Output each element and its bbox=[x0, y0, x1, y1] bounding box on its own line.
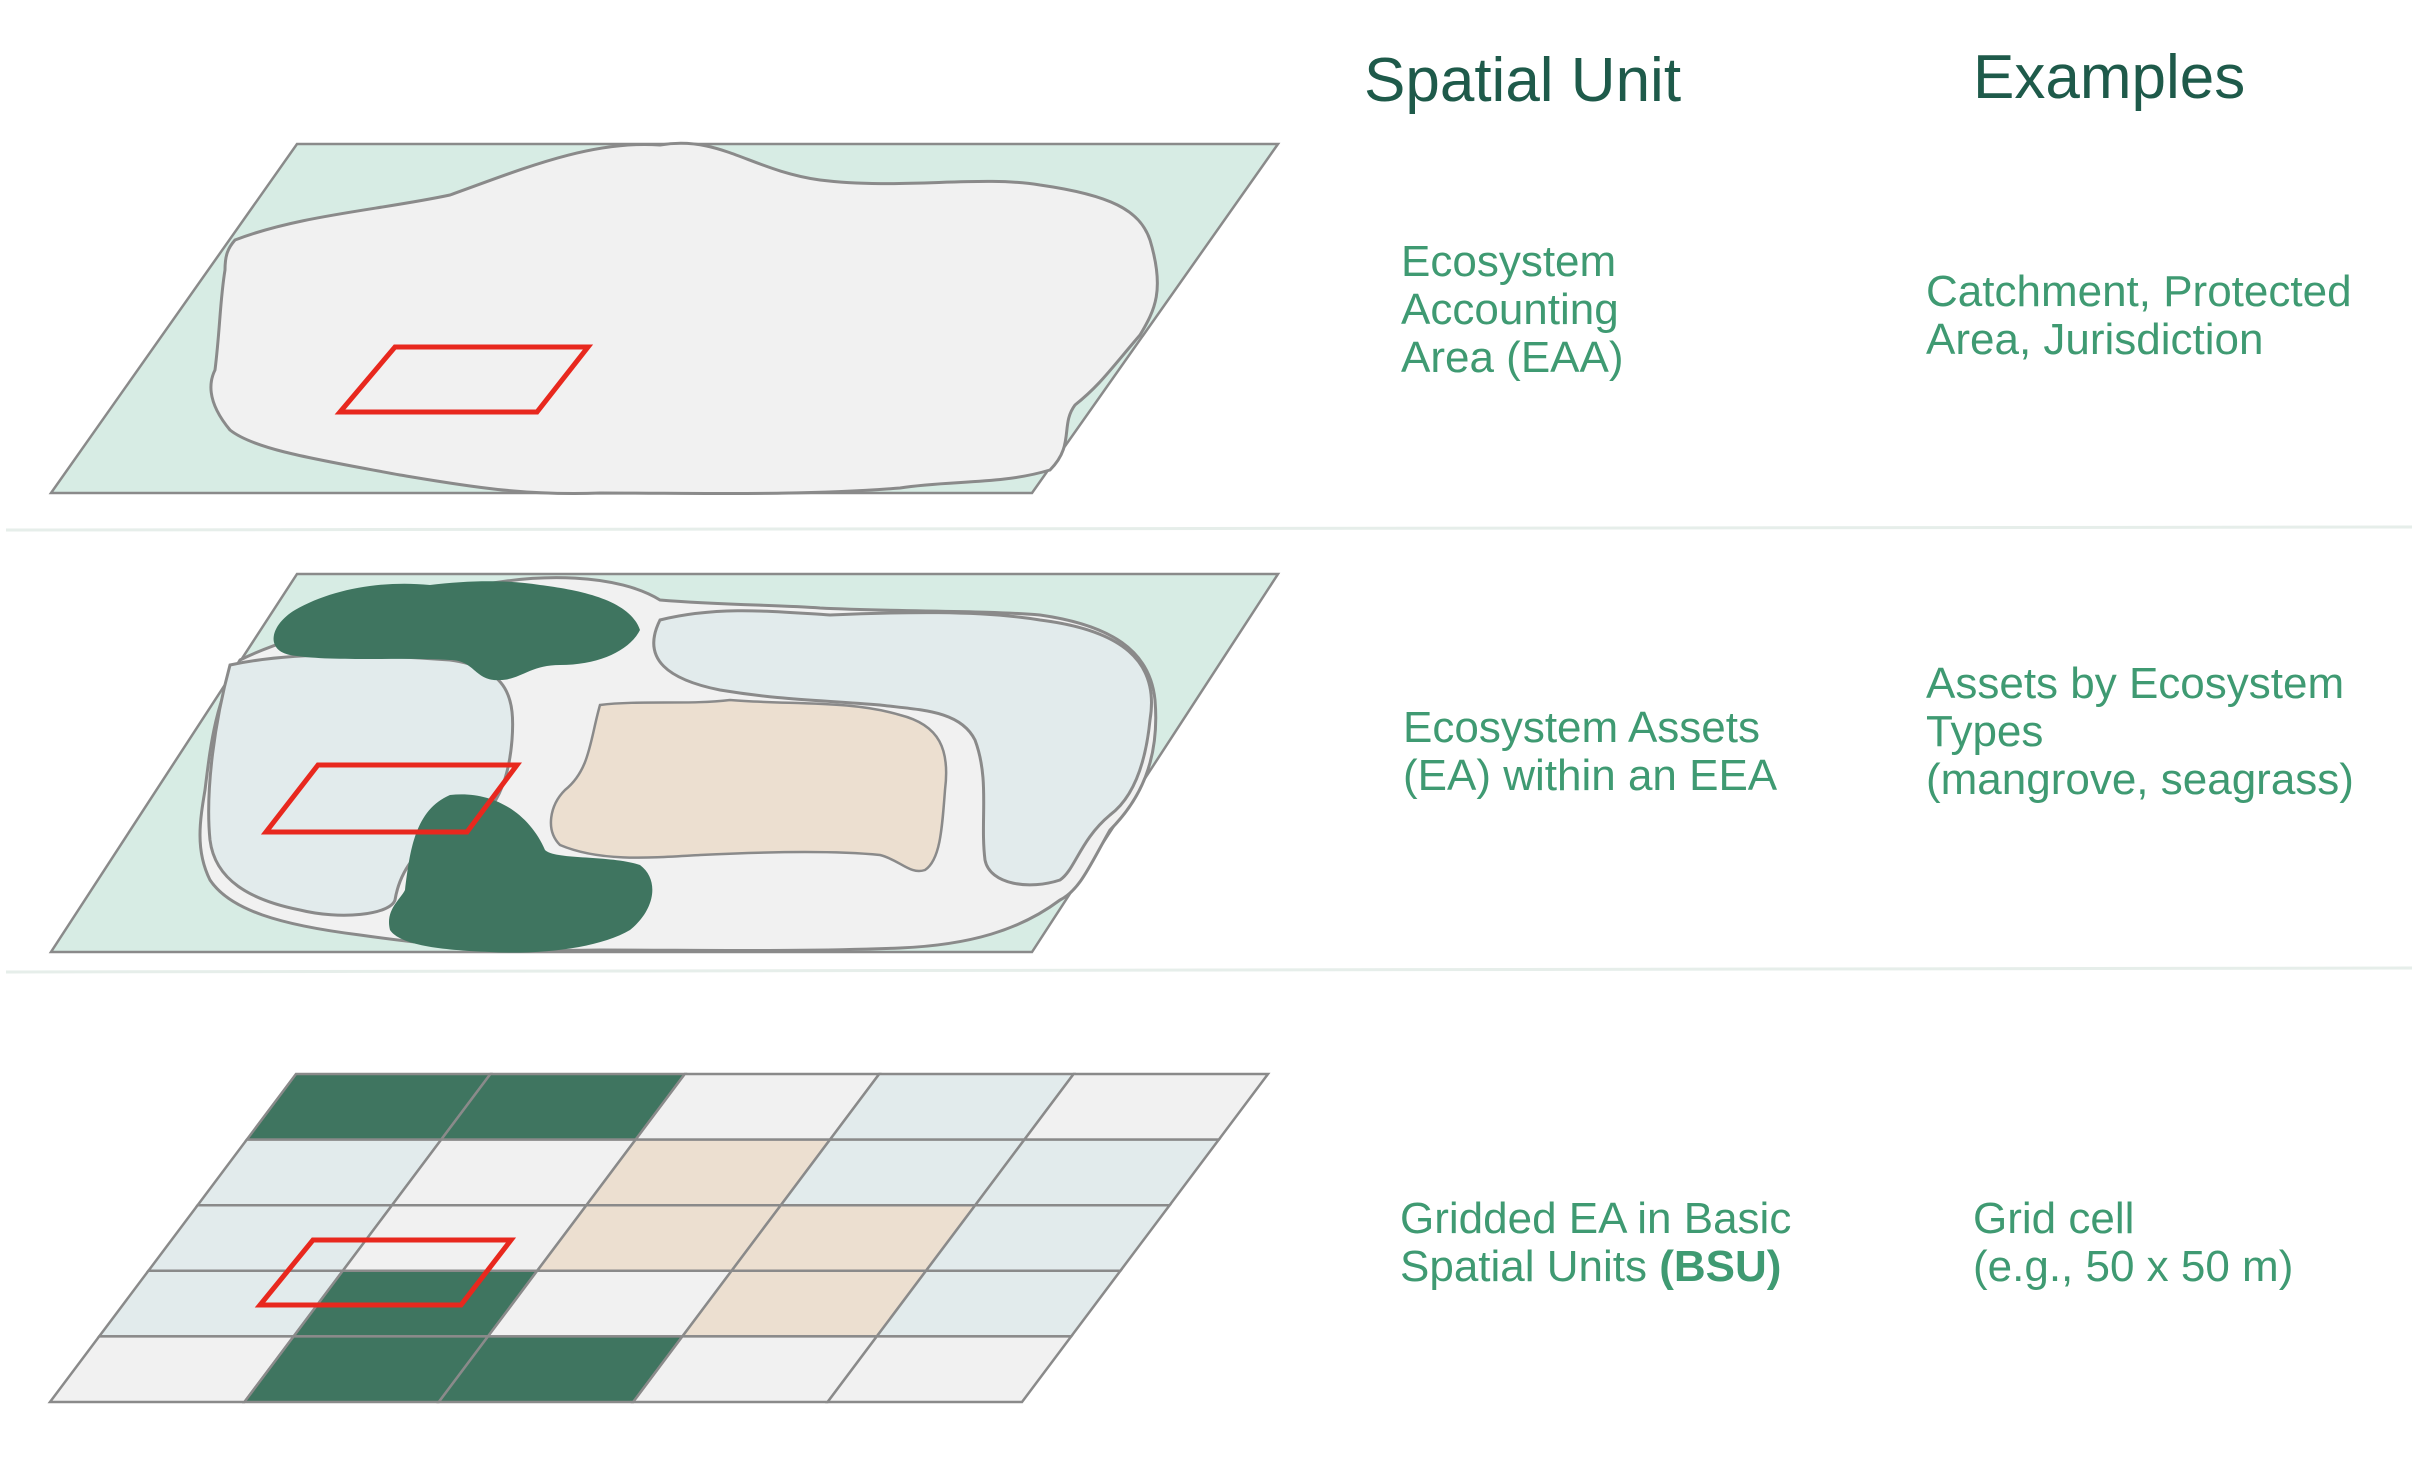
ea-tan-patch bbox=[549, 698, 948, 873]
row3-examples: Grid cell (e.g., 50 x 50 m) bbox=[1973, 1194, 2294, 1291]
eaa-highlight-box bbox=[334, 344, 594, 415]
layer-eaa bbox=[48, 141, 1281, 496]
divider-2 bbox=[5, 966, 2413, 974]
row1-spatial-unit: Ecosystem Accounting Area (EAA) bbox=[1401, 237, 1624, 382]
row2-spatial-unit: Ecosystem Assets (EA) within an EEA bbox=[1403, 703, 1778, 800]
row3-spatial-unit-bsu: (BSU) bbox=[1659, 1242, 1782, 1291]
grid-cells bbox=[47, 1072, 1271, 1404]
header-examples: Examples bbox=[1973, 43, 2246, 112]
ea-blue-right bbox=[652, 609, 1153, 887]
eaa-landmass bbox=[209, 141, 1159, 496]
header-spatial-unit: Spatial Unit bbox=[1364, 46, 1682, 115]
row3-spatial-unit: Gridded EA in Basic Spatial Units (BSU) bbox=[1400, 1195, 1791, 1291]
row1-examples: Catchment, Protected Area, Jurisdiction bbox=[1926, 267, 2352, 364]
layer-ecosystem-assets bbox=[48, 572, 1281, 954]
divider-1 bbox=[5, 525, 2413, 532]
ea-highlight-box bbox=[260, 762, 522, 835]
row3-spatial-unit-text: Gridded EA in Basic Spatial Units bbox=[1400, 1194, 1792, 1291]
row2-examples: Assets by Ecosystem Types (mangrove, sea… bbox=[1926, 659, 2354, 804]
grid-cell bbox=[825, 1335, 1074, 1404]
layer-gridded-bsu bbox=[47, 1072, 1271, 1404]
ea-dark-top bbox=[273, 581, 640, 681]
bsu-highlight-box bbox=[254, 1237, 517, 1308]
